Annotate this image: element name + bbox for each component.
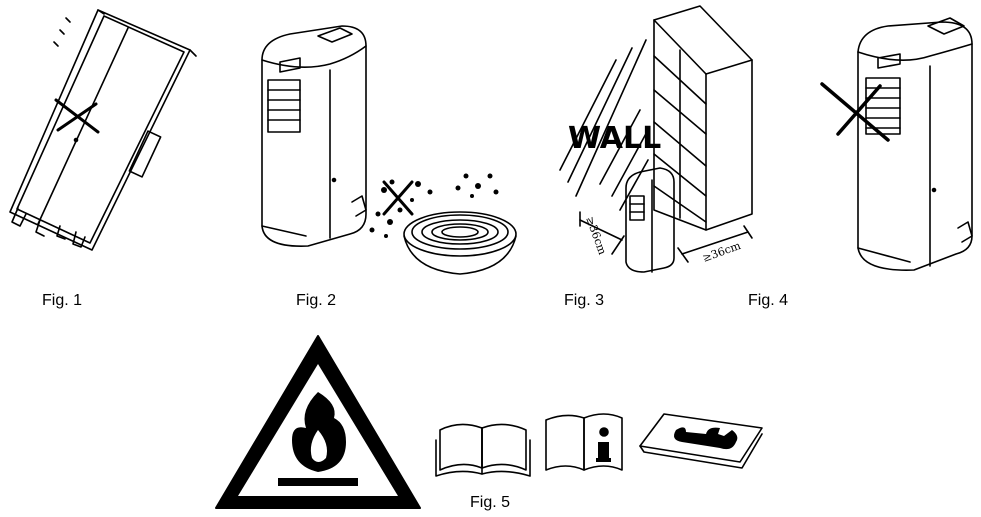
fig2-caption: Fig. 2 xyxy=(296,292,337,309)
service-manual-icon xyxy=(639,413,763,469)
unit-near-water-icon xyxy=(261,25,517,275)
blocked-grille-icon xyxy=(820,17,973,271)
fig3-caption: Fig. 3 xyxy=(564,292,605,309)
fig1-caption: Fig. 1 xyxy=(42,292,83,309)
flammable-warning-icon xyxy=(215,335,421,509)
clearance-icon xyxy=(559,5,753,273)
unit-lying-down-icon xyxy=(9,9,197,251)
read-manual-icon xyxy=(435,423,531,477)
fig5-caption: Fig. 5 xyxy=(470,494,511,511)
wall-label: WALL xyxy=(568,121,661,156)
side-clearance-label: ≥36cm xyxy=(583,215,609,257)
fig4-caption: Fig. 4 xyxy=(748,292,789,309)
info-manual-icon xyxy=(545,413,623,471)
back-clearance-label: ≥36cm xyxy=(701,239,743,265)
